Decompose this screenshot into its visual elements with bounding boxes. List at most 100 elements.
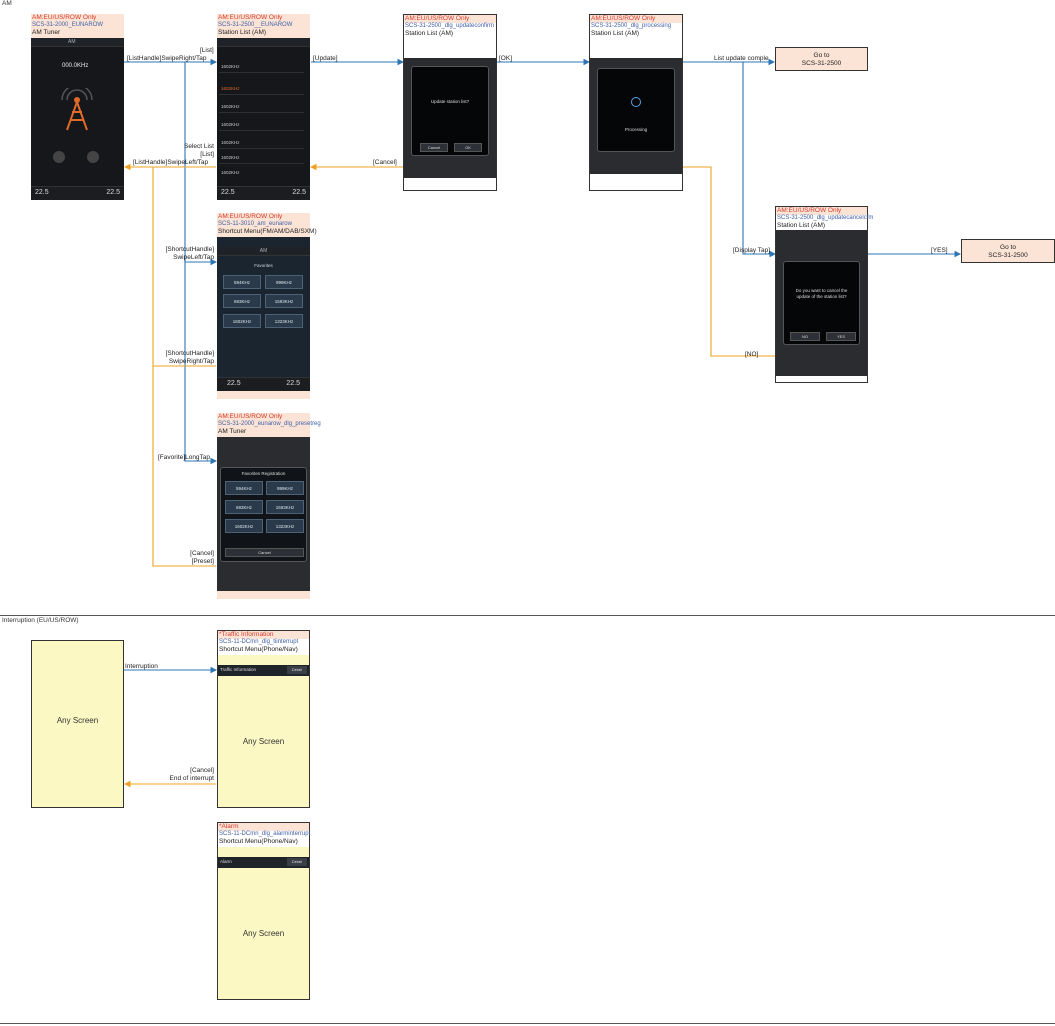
screen-station-list[interactable]: 1602KHz 1602KHz 1602KHz 1602KHz 1602KHz …: [217, 38, 310, 200]
screen-preset-registration: Favorites Registration 594KHz 999KHz 693…: [217, 437, 310, 591]
goto-line1: Go to: [962, 244, 1054, 252]
goto-line1: Go to: [776, 52, 867, 60]
card-region: *Traffic Information: [218, 631, 309, 639]
card-update-confirm: AM:EU/US/ROW Only SCS-31-2500_dlg_update…: [403, 14, 497, 191]
list-item[interactable]: 1602KHz: [221, 140, 240, 145]
detail-button[interactable]: Detail: [287, 858, 307, 866]
preset-button[interactable]: 594KHz: [225, 481, 263, 495]
temp-left: 22.5: [227, 380, 241, 387]
temp-right: 22.5: [286, 380, 300, 387]
prev-button[interactable]: [53, 151, 65, 163]
preset-button[interactable]: 1323KHz: [265, 314, 303, 328]
label-favorite-longtap: [Favorite]LongTap: [158, 454, 210, 461]
card-region: AM:EU/US/ROW Only: [217, 213, 310, 221]
any-screen-text: Any Screen: [218, 929, 309, 938]
goto-box-right[interactable]: Go to SCS-31-2500: [961, 239, 1055, 263]
card-title: Shortcut Menu(Phone/Nav): [218, 646, 309, 654]
screen-am-tuner[interactable]: AM 000.0KHz 22.5 22.5: [31, 38, 124, 200]
alarm-bar: Alarm Detail: [218, 857, 309, 868]
preset-button[interactable]: 594KHz: [223, 275, 261, 289]
processing-dialog: Processing: [597, 68, 675, 152]
card-cancel-confirm: AM:EU/US/ROW Only SCS-31-2500_dlg_update…: [775, 206, 868, 383]
cancel-button[interactable]: Cancel: [420, 143, 448, 152]
card-region: AM:EU/US/ROW Only: [776, 207, 867, 215]
card-shortcut-menu: AM:EU/US/ROW Only SCS-11-3010_am_eunarow…: [217, 213, 310, 399]
label-yes: [YES]: [931, 247, 948, 254]
list-item[interactable]: 1602KHz: [221, 170, 240, 175]
detail-button[interactable]: Detail: [287, 666, 307, 674]
label-listhandle-swipeleft: [ListHandle]SwipeLeft/Tap: [133, 159, 208, 166]
card-title: AM Tuner: [31, 29, 124, 37]
card-code: SCS-31-2000_eunarow_dlg_presetreg: [217, 421, 310, 428]
frequency-display: 000.0KHz: [62, 63, 88, 69]
preset-button[interactable]: 693KHz: [223, 294, 261, 308]
climate-bar: 22.5 22.5: [217, 377, 310, 391]
label-shortcut-handle-left-2: SwipeLeft/Tap: [140, 254, 214, 261]
card-code: SCS-31-2500__EUNAROW: [217, 22, 310, 29]
antenna-icon: [59, 88, 95, 132]
temp-left: 22.5: [221, 189, 235, 196]
preset-button[interactable]: 1602KHz: [223, 314, 261, 328]
alarm-label: Alarm: [220, 859, 232, 864]
any-screen-traffic: Traffic Information Detail Any Screen: [218, 655, 309, 807]
label-interruption: Interruption: [125, 663, 158, 670]
goto-line2: SCS-31-2500: [962, 252, 1054, 260]
preset-button[interactable]: 1593KHz: [266, 500, 304, 514]
list-item[interactable]: 1602KHz: [221, 104, 240, 109]
next-button[interactable]: [87, 151, 99, 163]
label-list: [List]: [200, 47, 214, 54]
card-code: SCS-11-3010_am_eunarow: [217, 221, 310, 228]
preset-button[interactable]: 1323KHz: [266, 519, 304, 533]
dialog-message: Update station list?: [412, 99, 488, 104]
preset-button[interactable]: 999KHz: [266, 481, 304, 495]
card-code: SCS-11-DCmn_dlg_tiinterrupt: [218, 639, 309, 646]
card-title: Station List (AM): [590, 30, 682, 38]
label-shortcut-handle-right-2: SwipeRight/Tap: [140, 358, 214, 365]
list-item[interactable]: 1602KHz: [221, 155, 240, 160]
dialog-message: Favorites Registration: [221, 471, 306, 476]
temp-left: 22.5: [35, 189, 49, 196]
card-title: Station List (AM): [217, 29, 310, 37]
preset-button[interactable]: 693KHz: [225, 500, 263, 514]
list-item[interactable]: 1602KHz: [221, 64, 240, 69]
goto-box-top[interactable]: Go to SCS-31-2500: [775, 47, 868, 71]
card-title: Station List (AM): [404, 30, 496, 38]
cancel-dialog: Do you want to cancel the update of the …: [783, 261, 860, 345]
card-station-list: AM:EU/US/ROW Only SCS-31-2500__EUNAROW S…: [217, 14, 310, 200]
card-region: AM:EU/US/ROW Only: [404, 15, 496, 23]
label-listhandle-swiperight: [ListHandle]SwipeRight/Tap: [127, 55, 207, 62]
favorites-label: Favorites: [217, 263, 310, 268]
climate-bar: 22.5 22.5: [217, 186, 310, 200]
label-shortcut-handle-left-1: [ShortcutHandle]: [140, 246, 214, 253]
preset-button[interactable]: 1602KHz: [225, 519, 263, 533]
processing-message: Processing: [598, 127, 674, 132]
card-code: SCS-31-2500_dlg_processing: [590, 23, 682, 30]
spinner-icon: [631, 97, 641, 107]
card-region: AM:EU/US/ROW Only: [590, 15, 682, 23]
no-button[interactable]: NO: [790, 332, 820, 341]
cancel-button[interactable]: Cancel: [225, 548, 304, 557]
screen-shortcut-menu[interactable]: AM Favorites 594KHz 999KHz 693KHz 1593KH…: [217, 237, 310, 391]
card-title: Shortcut Menu(FM/AM/DAB/SXM): [217, 228, 310, 236]
label-end-of-interrupt: End of interrupt: [150, 775, 214, 782]
list-item-selected[interactable]: 1602KHz: [221, 86, 240, 91]
card-region: *Alarm: [218, 823, 309, 831]
card-alarm-interrupt: *Alarm SCS-11-DCmn_dlg_alarminterrupt Sh…: [217, 822, 310, 1000]
card-region: AM:EU/US/ROW Only: [31, 14, 124, 22]
card-code: SCS-31-2000_EUNAROW: [31, 22, 124, 29]
temp-right: 22.5: [292, 189, 306, 196]
goto-line2: SCS-31-2500: [776, 60, 867, 68]
traffic-label: Traffic Information: [220, 667, 256, 672]
status-bar: [217, 38, 310, 47]
card-preset-registration: AM:EU/US/ROW Only SCS-31-2000_eunarow_dl…: [217, 413, 310, 599]
climate-bar: 22.5 22.5: [31, 186, 124, 200]
yes-button[interactable]: YES: [826, 332, 856, 341]
label-display-tap: [Display Tap]: [733, 247, 770, 254]
list-item[interactable]: 1602KHz: [221, 122, 240, 127]
preset-button[interactable]: 1593KHz: [265, 294, 303, 308]
label-ok: [OK]: [499, 55, 512, 62]
label-no: [NO]: [745, 351, 758, 358]
ok-button[interactable]: OK: [454, 143, 482, 152]
preset-button[interactable]: 999KHz: [265, 275, 303, 289]
